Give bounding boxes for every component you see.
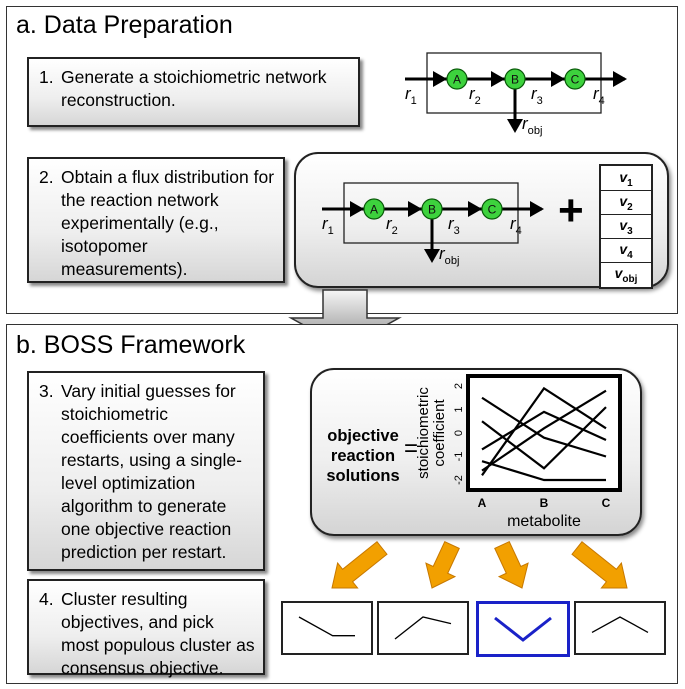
solutions-label-line1: objective (327, 427, 399, 445)
flux-vector-entry: v2 (601, 190, 651, 215)
objective-flux-label: robj (522, 114, 542, 137)
flux-label-3: r3 (531, 84, 543, 107)
orange-arrow-icon (494, 540, 529, 589)
flux-arrowhead-3 (468, 201, 482, 217)
flux-label-4: r4 (593, 84, 605, 107)
step-4-text: Cluster resulting objectives, and pick m… (61, 589, 255, 678)
step-4-number: 4. (39, 589, 54, 609)
orange-arrow-icon (571, 541, 628, 589)
orange-arrow-icon (331, 541, 388, 589)
metabolite-label-A: A (370, 203, 378, 217)
solution-line-5 (481, 410, 607, 451)
flux-vector-entry: v4 (601, 238, 651, 263)
x-tick-label: C (602, 496, 611, 510)
y-tick-label: -2 (453, 475, 465, 485)
step-3-box: 3. Vary initial guesses for stoichiometr… (27, 371, 265, 571)
flux-arrowhead-1 (350, 201, 364, 217)
flux-label-4: r4 (510, 214, 522, 237)
x-tick-label: B (540, 496, 549, 510)
flux-label-2: r2 (469, 84, 481, 107)
flux-arrowhead-4 (530, 201, 544, 217)
y-tick-label: 2 (453, 383, 465, 389)
flux-vector-entry: vobj (614, 265, 638, 285)
cluster-curve (494, 616, 552, 642)
solution-line-3 (481, 389, 607, 472)
solution-line-1 (481, 396, 607, 458)
step-1-box: 1. Generate a stoichiometric network rec… (27, 57, 360, 127)
metabolite-node-A (446, 68, 468, 90)
flux-label-2: r2 (386, 214, 398, 237)
solutions-label: objective reaction solutions (322, 426, 404, 486)
consensus-cluster-thumbnail (476, 601, 570, 657)
panel-data-preparation: a. Data Preparation 1. Generate a stoich… (6, 6, 678, 314)
cluster-line (591, 616, 649, 633)
metabolite-node-B (421, 198, 443, 220)
flux-arrowhead-1 (433, 71, 447, 87)
metabolite-node-C (481, 198, 503, 220)
flux-label-1: r1 (322, 214, 334, 237)
chart-frame (466, 374, 622, 492)
metabolite-node-C (564, 68, 586, 90)
cluster-line (494, 616, 552, 642)
step-1-text: Generate a stoichiometric network recons… (61, 67, 327, 110)
step-2-box: 2. Obtain a flux distribution for the re… (27, 157, 285, 283)
cluster-curve (591, 616, 649, 633)
step-1-number: 1. (39, 67, 54, 87)
step-2-number: 2. (39, 167, 54, 187)
x-tick-label: A (478, 496, 487, 510)
metabolite-label-B: B (428, 203, 436, 217)
metabolite-label-A: A (453, 73, 461, 87)
network-diagram-2: A B Cr1 r2 r3 r4 robj (322, 182, 544, 267)
solution-line-6 (481, 460, 606, 482)
cluster-arrows (331, 540, 628, 589)
solutions-label-line3: solutions (326, 467, 400, 485)
equals-sign: = (404, 435, 419, 462)
cluster-line (394, 616, 452, 640)
step-2-text: Obtain a flux distribution for the react… (61, 167, 275, 279)
y-tick-label: 1 (453, 406, 465, 412)
step-3-number: 3. (39, 381, 54, 401)
cluster-curve (394, 616, 452, 640)
objective-flux-arrowhead (507, 119, 523, 133)
cluster-curve (298, 616, 355, 637)
objective-flux-label: robj (439, 244, 459, 267)
network-diagram-1: A B Cr1 r2 r3 r4 robj (405, 52, 627, 137)
metabolite-node-A (363, 198, 385, 220)
solutions-label-line2: reaction (330, 447, 396, 465)
orange-arrow-icon (425, 540, 460, 589)
metabolite-label-C: C (571, 73, 580, 87)
flux-vector-entry: v3 (601, 214, 651, 239)
cluster-line (298, 616, 355, 637)
y-tick-label: -1 (453, 452, 465, 462)
panel-a-title: a. Data Preparation (16, 11, 233, 39)
panel-boss-framework: b. BOSS Framework 3. Vary initial guesse… (6, 324, 678, 684)
step-4-box: 4. Cluster resulting objectives, and pic… (27, 579, 265, 678)
metabolite-node-B (504, 68, 526, 90)
metabolite-label-B: B (511, 73, 519, 87)
panel-b-title: b. BOSS Framework (16, 331, 246, 359)
step-3-text: Vary initial guesses for stoichiometric … (61, 381, 242, 562)
metabolite-label-C: C (488, 203, 497, 217)
y-axis-label-line1: stoichiometric (415, 387, 432, 479)
y-tick-label: 0 (453, 430, 465, 436)
cluster-thumbnail (377, 601, 469, 655)
flux-label-3: r3 (448, 214, 460, 237)
flux-vector-entry: v1 (601, 166, 651, 191)
flux-label-1: r1 (405, 84, 417, 107)
cluster-thumbnail (281, 601, 373, 655)
flux-arrowhead-2 (491, 71, 505, 87)
flux-arrowhead-3 (551, 71, 565, 87)
solution-line-2 (481, 386, 607, 476)
objective-solutions-panel: objective reaction solutions = stoichiom… (310, 368, 642, 536)
objective-flux-arrowhead (424, 249, 440, 263)
flux-arrowhead-2 (408, 201, 422, 217)
x-axis-label: metabolite (507, 513, 581, 530)
cluster-thumbnail (574, 601, 666, 655)
y-axis-label-line2: coefficient (431, 399, 448, 467)
plus-sign: + (558, 186, 584, 235)
flux-arrowhead-4 (613, 71, 627, 87)
